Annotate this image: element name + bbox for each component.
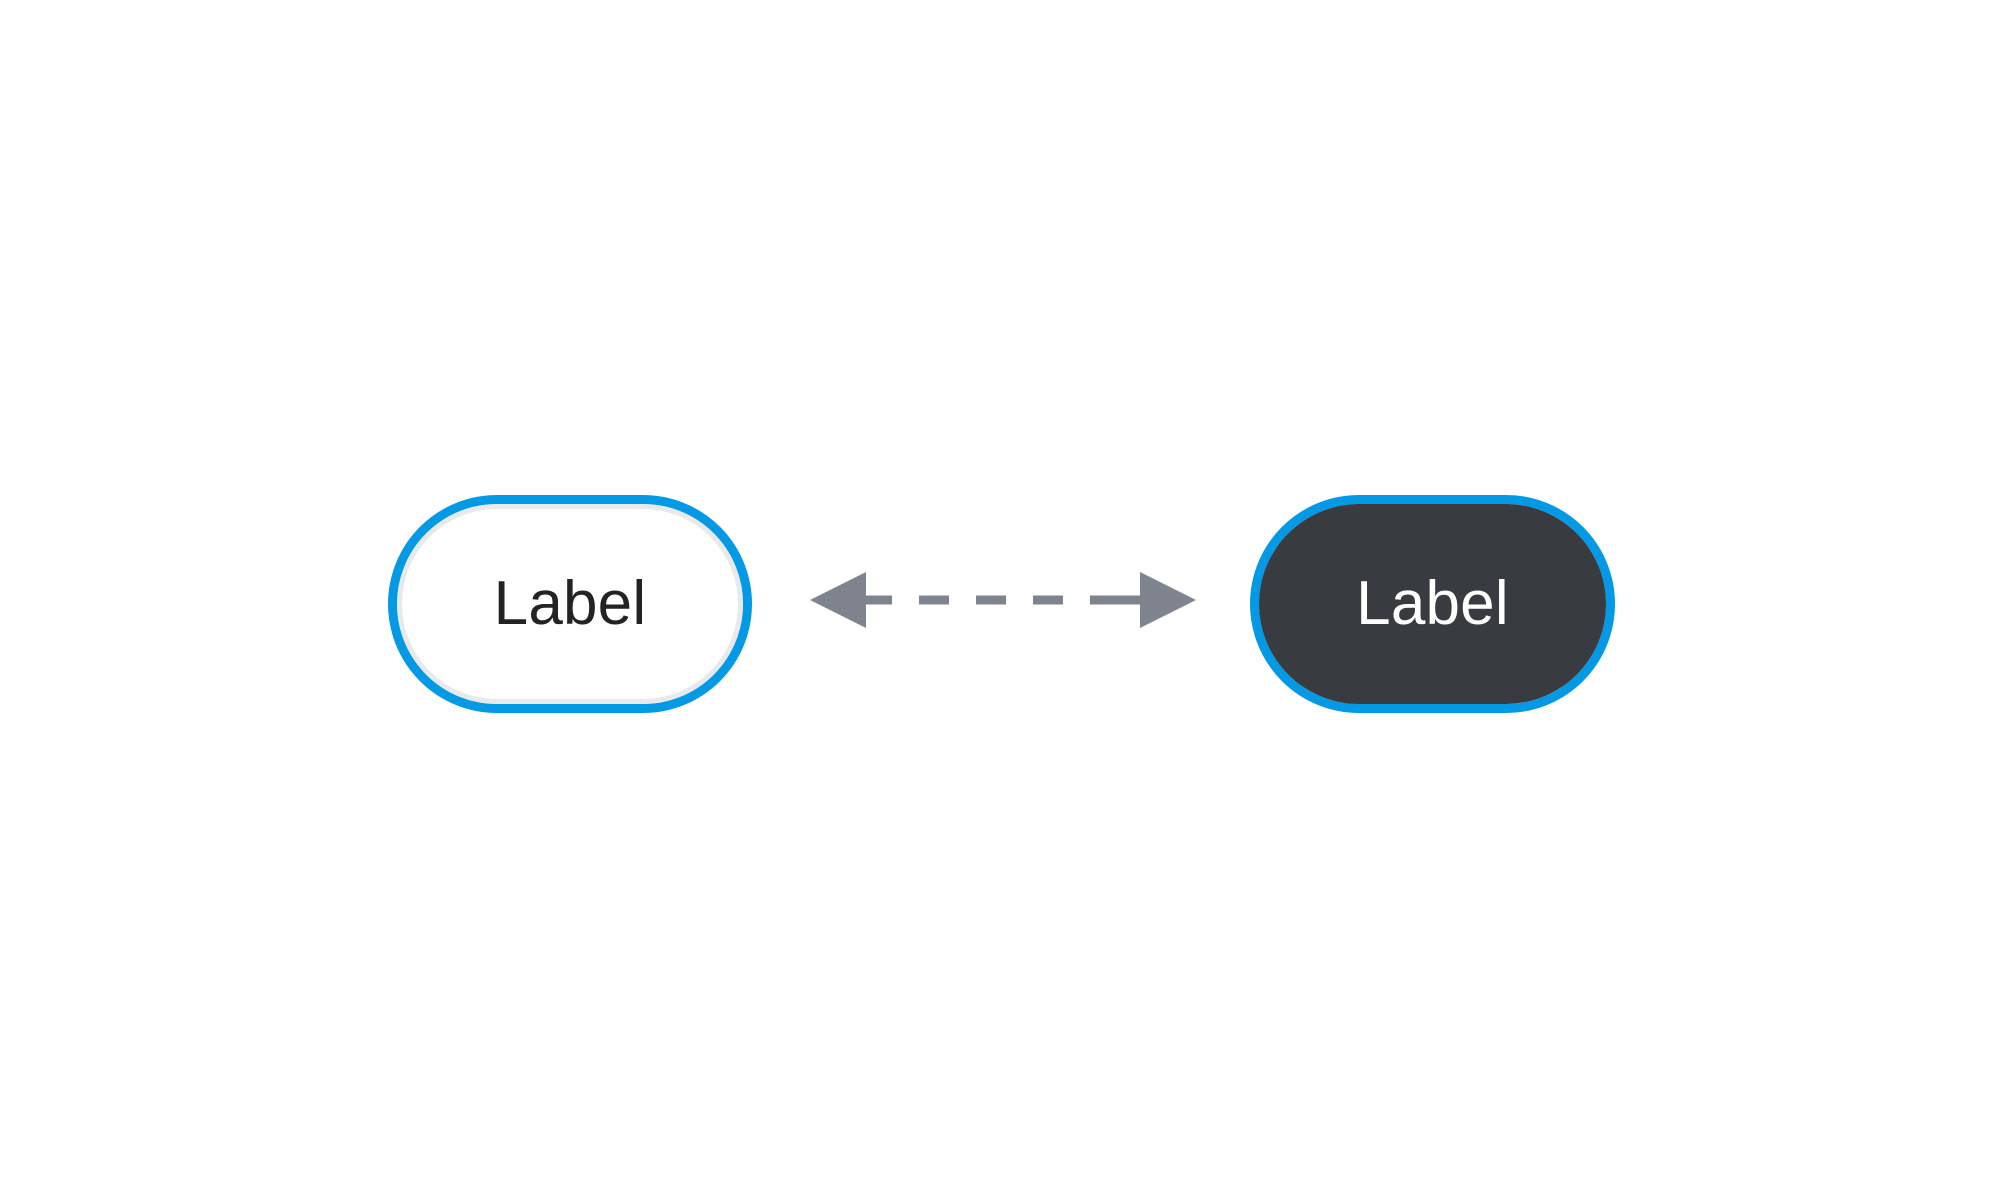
edge-arrowhead-right-icon (1140, 572, 1196, 628)
node-left-selection-ring[interactable]: Label (388, 495, 752, 713)
node-left-label: Label (493, 569, 647, 638)
node-right-label: Label (1356, 569, 1509, 638)
node-right[interactable]: Label (1259, 504, 1606, 704)
edge-arrowhead-left-icon (810, 572, 866, 628)
node-right-selection-ring[interactable]: Label (1250, 495, 1615, 713)
node-left[interactable]: Label (397, 504, 743, 704)
